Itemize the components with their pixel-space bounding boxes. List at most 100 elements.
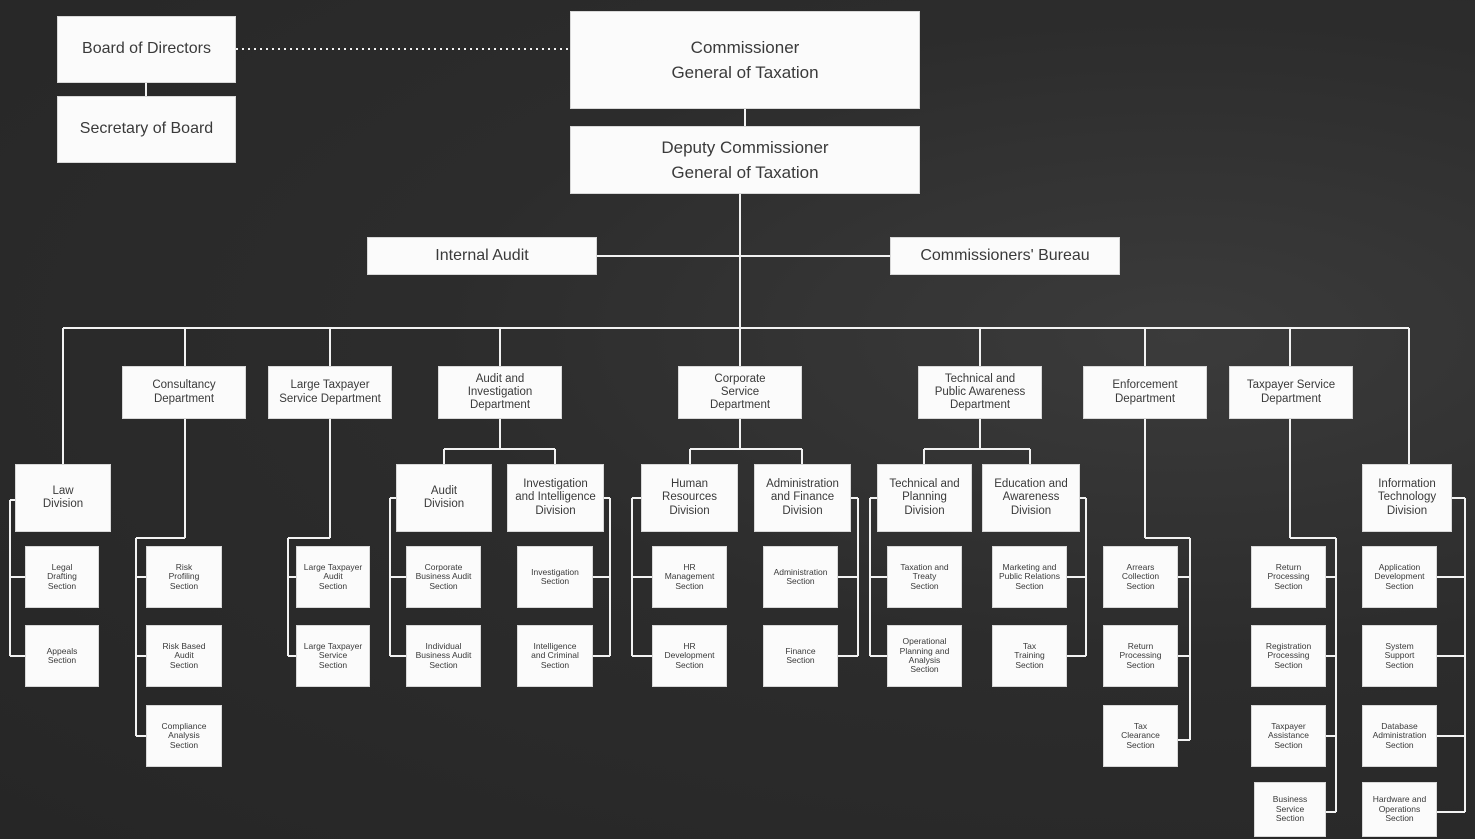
section-label: Large Taxpayer Service Section	[303, 640, 363, 670]
deputy-commissioner-box: Deputy Commissioner General of Taxation	[570, 126, 920, 194]
section-box: Legal Drafting Section	[25, 546, 99, 608]
large-taxpayer-department-label: Large Taxpayer Service Department	[279, 379, 381, 405]
section-box: Operational Planning and Analysis Sectio…	[887, 625, 962, 687]
section-label: Marketing and Public Relations Section	[999, 561, 1060, 591]
section-box: Large Taxpayer Service Section	[296, 625, 370, 687]
section-box: Taxation and Treaty Section	[887, 546, 962, 608]
taxpayer-service-department-label: Taxpayer Service Department	[1246, 379, 1336, 405]
section-box: Risk Based Audit Section	[146, 625, 222, 687]
section-label: Taxpayer Assistance Section	[1267, 720, 1310, 750]
board-of-directors-box: Board of Directors	[57, 16, 236, 83]
section-label: Investigation Section	[531, 566, 579, 586]
enforcement-department-box: Enforcement Department	[1083, 366, 1207, 419]
section-label: Finance Section	[785, 645, 816, 665]
section-box: Registration Processing Section	[1251, 625, 1326, 687]
enforcement-department-label: Enforcement Department	[1112, 379, 1178, 405]
audit-division-box: Audit Division	[396, 464, 492, 532]
section-label: Arrears Collection Section	[1121, 561, 1160, 591]
tech-planning-division-label: Technical and Planning Division	[889, 478, 960, 517]
large-taxpayer-department-box: Large Taxpayer Service Department	[268, 366, 392, 419]
education-division-box: Education and Awareness Division	[982, 464, 1080, 532]
section-box: Hardware and Operations Section	[1362, 782, 1437, 837]
hr-division-box: Human Resources Division	[641, 464, 738, 532]
tech-planning-division-box: Technical and Planning Division	[877, 464, 972, 532]
audit-investigation-department-label: Audit and Investigation Department	[467, 372, 533, 412]
hr-division-label: Human Resources Division	[662, 478, 717, 517]
section-box: Individual Business Audit Section	[406, 625, 481, 687]
section-box: Appeals Section	[25, 625, 99, 687]
section-label: Taxation and Treaty Section	[900, 561, 949, 591]
section-box: Tax Clearance Section	[1103, 705, 1178, 767]
law-division-label: Law Division	[42, 484, 84, 510]
commissioner-label: Commissioner General of Taxation	[671, 37, 819, 83]
admin-finance-division-label: Administration and Finance Division	[766, 478, 839, 517]
internal-audit-box: Internal Audit	[367, 237, 597, 275]
it-division-label: Information Technology Division	[1377, 478, 1437, 517]
secretary-of-board-box: Secretary of Board	[57, 96, 236, 163]
it-division-box: Information Technology Division	[1362, 464, 1452, 532]
internal-audit-label: Internal Audit	[435, 246, 529, 264]
section-label: Legal Drafting Section	[47, 561, 77, 591]
audit-division-label: Audit Division	[423, 484, 465, 510]
section-label: Operational Planning and Analysis Sectio…	[899, 636, 950, 675]
section-label: Return Processing Section	[1119, 640, 1162, 670]
section-label: Intelligence and Criminal Section	[531, 640, 579, 670]
section-label: Administration Section	[773, 566, 828, 586]
section-box: HR Management Section	[652, 546, 727, 608]
section-label: Application Development Section	[1374, 561, 1425, 591]
taxpayer-service-department-box: Taxpayer Service Department	[1229, 366, 1353, 419]
section-box: Intelligence and Criminal Section	[517, 625, 593, 687]
audit-investigation-department-box: Audit and Investigation Department	[438, 366, 562, 419]
section-label: Database Administration Section	[1372, 720, 1427, 750]
corporate-department-box: Corporate Service Department	[678, 366, 802, 419]
section-label: Corporate Business Audit Section	[415, 561, 472, 591]
section-box: Corporate Business Audit Section	[406, 546, 481, 608]
section-label: System Support Section	[1384, 640, 1415, 670]
section-label: Appeals Section	[46, 645, 78, 665]
section-box: Return Processing Section	[1103, 625, 1178, 687]
section-box: Application Development Section	[1362, 546, 1437, 608]
admin-finance-division-box: Administration and Finance Division	[754, 464, 851, 532]
investigation-division-box: Investigation and Intelligence Division	[507, 464, 604, 532]
section-box: Investigation Section	[517, 546, 593, 608]
board-of-directors-label: Board of Directors	[82, 40, 211, 58]
deputy-commissioner-label: Deputy Commissioner General of Taxation	[661, 137, 829, 183]
section-label: Risk Based Audit Section	[162, 640, 206, 670]
section-label: Registration Processing Section	[1265, 640, 1312, 670]
section-label: Hardware and Operations Section	[1372, 794, 1427, 824]
section-label: Risk Profiling Section	[168, 561, 200, 591]
section-box: Large Taxpayer Audit Section	[296, 546, 370, 608]
section-box: Taxpayer Assistance Section	[1251, 705, 1326, 767]
section-box: Administration Section	[763, 546, 838, 608]
commissioners-bureau-label: Commissioners' Bureau	[920, 246, 1090, 264]
section-box: Risk Profiling Section	[146, 546, 222, 608]
section-label: HR Management Section	[664, 561, 715, 591]
section-label: Compliance Analysis Section	[161, 720, 207, 750]
section-box: HR Development Section	[652, 625, 727, 687]
corporate-department-label: Corporate Service Department	[709, 372, 771, 412]
consultancy-department-label: Consultancy Department	[152, 379, 216, 405]
section-box: Business Service Section	[1254, 782, 1326, 837]
law-division-box: Law Division	[15, 464, 111, 532]
section-label: Large Taxpayer Audit Section	[303, 561, 363, 591]
section-label: Business Service Section	[1272, 794, 1308, 824]
investigation-division-label: Investigation and Intelligence Division	[515, 478, 596, 517]
section-label: Tax Clearance Section	[1121, 720, 1160, 750]
section-box: Return Processing Section	[1251, 546, 1326, 608]
section-box: System Support Section	[1362, 625, 1437, 687]
section-label: Tax Training Section	[1014, 640, 1045, 670]
section-box: Compliance Analysis Section	[146, 705, 222, 767]
technical-department-label: Technical and Public Awareness Departmen…	[934, 372, 1026, 412]
section-label: HR Development Section	[664, 640, 715, 670]
section-label: Return Processing Section	[1267, 561, 1310, 591]
section-label: Individual Business Audit Section	[415, 640, 472, 670]
section-box: Arrears Collection Section	[1103, 546, 1178, 608]
consultancy-department-box: Consultancy Department	[122, 366, 246, 419]
section-box: Finance Section	[763, 625, 838, 687]
technical-department-box: Technical and Public Awareness Departmen…	[918, 366, 1042, 419]
secretary-of-board-label: Secretary of Board	[79, 120, 214, 138]
section-box: Database Administration Section	[1362, 705, 1437, 767]
education-division-label: Education and Awareness Division	[994, 478, 1068, 517]
commissioners-bureau-box: Commissioners' Bureau	[890, 237, 1120, 275]
